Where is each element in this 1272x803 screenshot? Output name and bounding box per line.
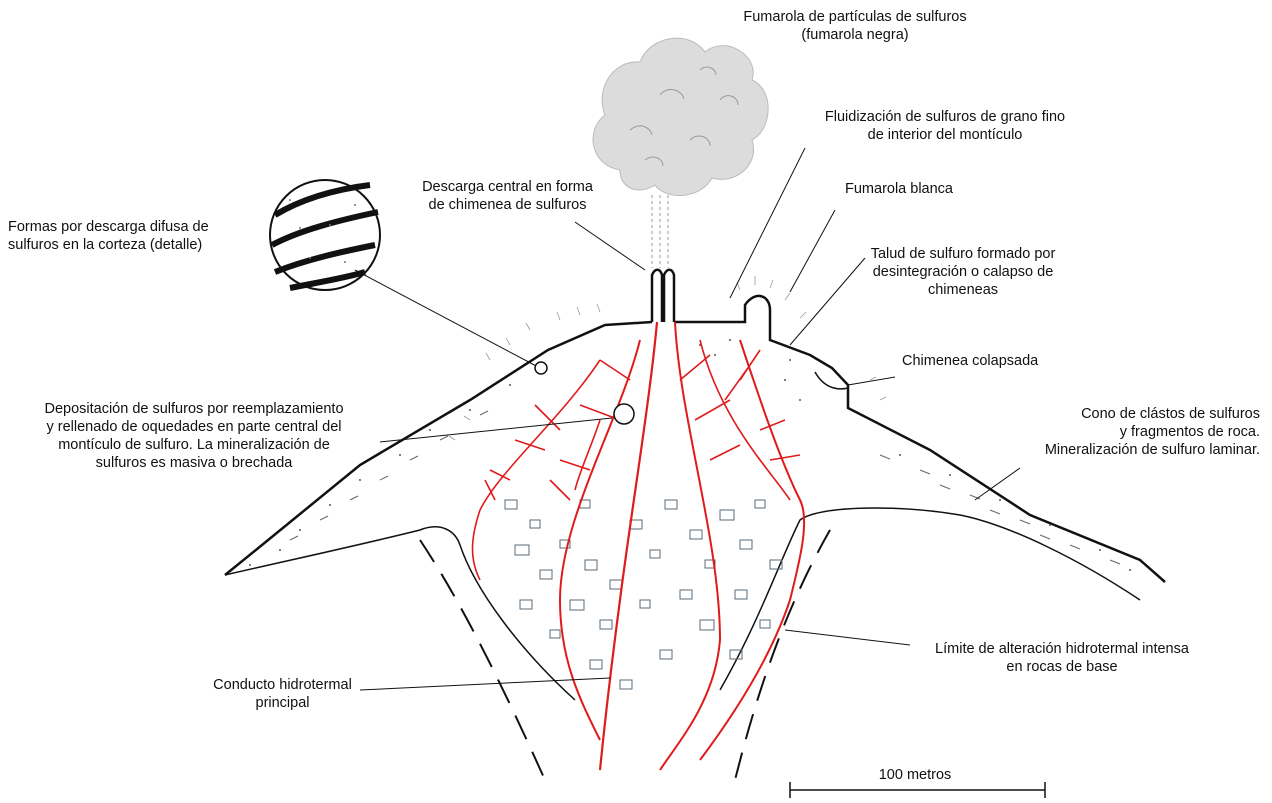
label-limite: Límite de alteración hidrotermal intensa… <box>912 640 1212 676</box>
sulfide-mound <box>225 270 1165 768</box>
label-chimenea-colapsada: Chimenea colapsada <box>902 352 1038 370</box>
scale-bar <box>790 782 1045 798</box>
label-depositacion: Depositación de sulfuros por reemplazami… <box>4 400 384 472</box>
black-smoker-plume <box>593 38 768 268</box>
label-fumarola-negra: Fumarola de partículas de sulfuros(fumar… <box>725 8 985 44</box>
replacement-zone-marker <box>614 404 634 424</box>
scale-label: 100 metros <box>860 766 970 784</box>
label-fumarola-blanca: Fumarola blanca <box>845 180 953 198</box>
